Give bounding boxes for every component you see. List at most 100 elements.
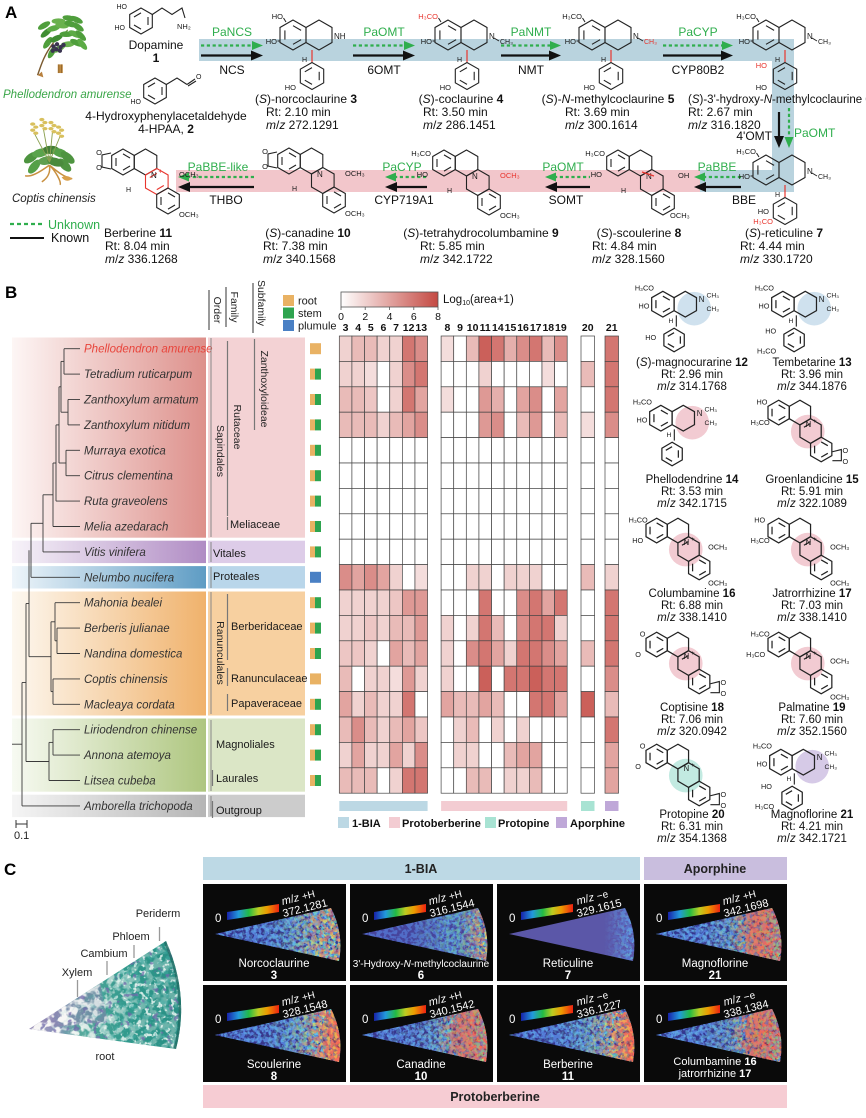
svg-text:Vitis vinifera: Vitis vinifera	[84, 547, 146, 559]
svg-text:Vitales: Vitales	[213, 548, 246, 560]
svg-text:Berberidaceae: Berberidaceae	[231, 621, 303, 633]
svg-text:CYP719A1: CYP719A1	[374, 193, 434, 207]
svg-text:Phellodendron amurense: Phellodendron amurense	[3, 89, 132, 101]
svg-text:m/z 342.1721: m/z 342.1721	[777, 833, 847, 845]
svg-text:Tembetarine 13: Tembetarine 13	[772, 357, 851, 369]
svg-text:O: O	[720, 801, 726, 810]
svg-text:Outgroup: Outgroup	[216, 805, 262, 817]
svg-text:Magnoliales: Magnoliales	[216, 739, 275, 751]
svg-text:0: 0	[338, 311, 344, 323]
svg-text:CH₃: CH₃	[827, 306, 840, 313]
svg-text:O: O	[720, 790, 726, 799]
svg-text:Scoulerine: Scoulerine	[247, 1059, 301, 1071]
svg-text:Litsea cubeba: Litsea cubeba	[84, 776, 156, 788]
svg-text:Rt: 7.60 min: Rt: 7.60 min	[781, 714, 843, 726]
svg-text:N: N	[699, 295, 705, 304]
svg-text:Rt: 3.50 min: Rt: 3.50 min	[423, 105, 488, 119]
svg-text:N: N	[817, 753, 823, 762]
svg-text:H₃CO: H₃CO	[585, 149, 605, 158]
svg-text:(S)-magnocurarine 12: (S)-magnocurarine 12	[636, 357, 748, 369]
svg-text:m/z 354.1368: m/z 354.1368	[657, 833, 727, 845]
svg-text:1: 1	[153, 51, 160, 65]
svg-text:stem: stem	[298, 308, 322, 320]
svg-text:Nandina domestica: Nandina domestica	[84, 649, 182, 661]
svg-text:OCH₃: OCH₃	[830, 543, 849, 552]
svg-text:m/z 320.0942: m/z 320.0942	[657, 726, 727, 738]
svg-text:Murraya exotica: Murraya exotica	[84, 445, 166, 457]
svg-text:OCH₃: OCH₃	[500, 171, 520, 180]
svg-text:HO: HO	[591, 170, 602, 179]
svg-text:HO: HO	[565, 37, 576, 46]
svg-text:+: +	[813, 650, 817, 657]
svg-text:3'-Hydroxy-N-methylcoclaurine: 3'-Hydroxy-N-methylcoclaurine	[353, 959, 490, 970]
svg-text:Rt: 7.06 min: Rt: 7.06 min	[661, 714, 723, 726]
svg-text:m/z 342.1722: m/z 342.1722	[420, 252, 493, 266]
svg-text:Log10(area+1): Log10(area+1)	[443, 294, 514, 307]
svg-text:NCS: NCS	[219, 63, 244, 77]
svg-text:HO: HO	[285, 83, 296, 92]
svg-text:Order: Order	[211, 297, 223, 324]
svg-text:CH₃: CH₃	[644, 39, 657, 46]
svg-text:Coptis chinensis: Coptis chinensis	[84, 674, 168, 686]
svg-text:0.1: 0.1	[14, 830, 29, 842]
svg-text:Coptis chinensis: Coptis chinensis	[12, 193, 96, 205]
svg-text:HO: HO	[757, 760, 768, 769]
svg-text:H₃CO: H₃CO	[418, 12, 438, 21]
svg-text:m/z 338.1410: m/z 338.1410	[657, 612, 727, 624]
svg-text:CH₃: CH₃	[818, 39, 831, 46]
svg-text:Periderm: Periderm	[136, 908, 181, 920]
svg-text:3: 3	[271, 970, 277, 982]
svg-text:Meliaceae: Meliaceae	[230, 519, 280, 531]
svg-text:O: O	[196, 74, 202, 81]
svg-text:Rt: 4.44 min: Rt: 4.44 min	[740, 239, 805, 253]
svg-text:Zanthoxylum nitidum: Zanthoxylum nitidum	[83, 420, 191, 432]
svg-text:N: N	[806, 420, 812, 429]
svg-text:Rt: 7.03 min: Rt: 7.03 min	[781, 600, 843, 612]
svg-text:O: O	[635, 762, 641, 771]
svg-text:THBO: THBO	[209, 193, 242, 207]
svg-text:Aporphine: Aporphine	[570, 818, 625, 830]
svg-text:Groenlandicine 15: Groenlandicine 15	[765, 474, 859, 486]
svg-text:Rutaceae: Rutaceae	[231, 405, 243, 450]
svg-text:Macleaya cordata: Macleaya cordata	[84, 699, 175, 711]
svg-text:H₃CO: H₃CO	[753, 742, 772, 751]
svg-text:18: 18	[542, 322, 554, 334]
svg-text:OCH₃: OCH₃	[500, 211, 520, 220]
svg-text:Ranunculales: Ranunculales	[214, 621, 226, 685]
svg-text:5: 5	[368, 322, 374, 334]
svg-text:Nelumbo nucifera: Nelumbo nucifera	[84, 572, 174, 584]
svg-text:Liriodendron chinense: Liriodendron chinense	[84, 725, 197, 737]
svg-text:CH₃: CH₃	[827, 292, 840, 299]
svg-text:OCH₃: OCH₃	[345, 169, 365, 178]
svg-text:8: 8	[271, 1071, 278, 1083]
svg-text:PaOMT: PaOMT	[363, 25, 405, 39]
svg-text:m/z 328.1560: m/z 328.1560	[592, 252, 665, 266]
svg-text:O: O	[96, 148, 102, 157]
svg-text:+: +	[813, 418, 817, 425]
svg-text:H: H	[447, 188, 452, 195]
svg-text:N: N	[807, 32, 813, 41]
svg-text:HO: HO	[757, 398, 768, 407]
svg-text:HO: HO	[761, 782, 772, 791]
svg-text:(S)-canadine 10: (S)-canadine 10	[265, 226, 351, 240]
svg-text:CH₃: CH₃	[825, 764, 838, 771]
svg-text:HO: HO	[637, 416, 648, 425]
svg-text:HO: HO	[417, 170, 428, 179]
svg-text:4: 4	[355, 322, 361, 334]
svg-text:N: N	[806, 652, 812, 661]
svg-text:HO: HO	[758, 207, 769, 216]
svg-text:6OMT: 6OMT	[367, 63, 401, 77]
svg-text:+: +	[159, 169, 163, 176]
svg-text:N: N	[807, 167, 813, 176]
svg-text:Rt: 2.96 min: Rt: 2.96 min	[661, 369, 723, 381]
svg-text:8: 8	[435, 311, 441, 323]
svg-text:HO: HO	[639, 302, 650, 311]
svg-text:OCH₃: OCH₃	[830, 657, 849, 666]
svg-text:CH₃: CH₃	[500, 39, 513, 46]
svg-text:OCH₃: OCH₃	[179, 210, 199, 219]
svg-text:m/z 322.1089: m/z 322.1089	[777, 498, 847, 510]
svg-text:HO: HO	[632, 536, 643, 545]
svg-text:Aporphine: Aporphine	[684, 862, 747, 876]
svg-text:13: 13	[415, 322, 427, 334]
svg-text:m/z 316.1820: m/z 316.1820	[688, 118, 761, 132]
